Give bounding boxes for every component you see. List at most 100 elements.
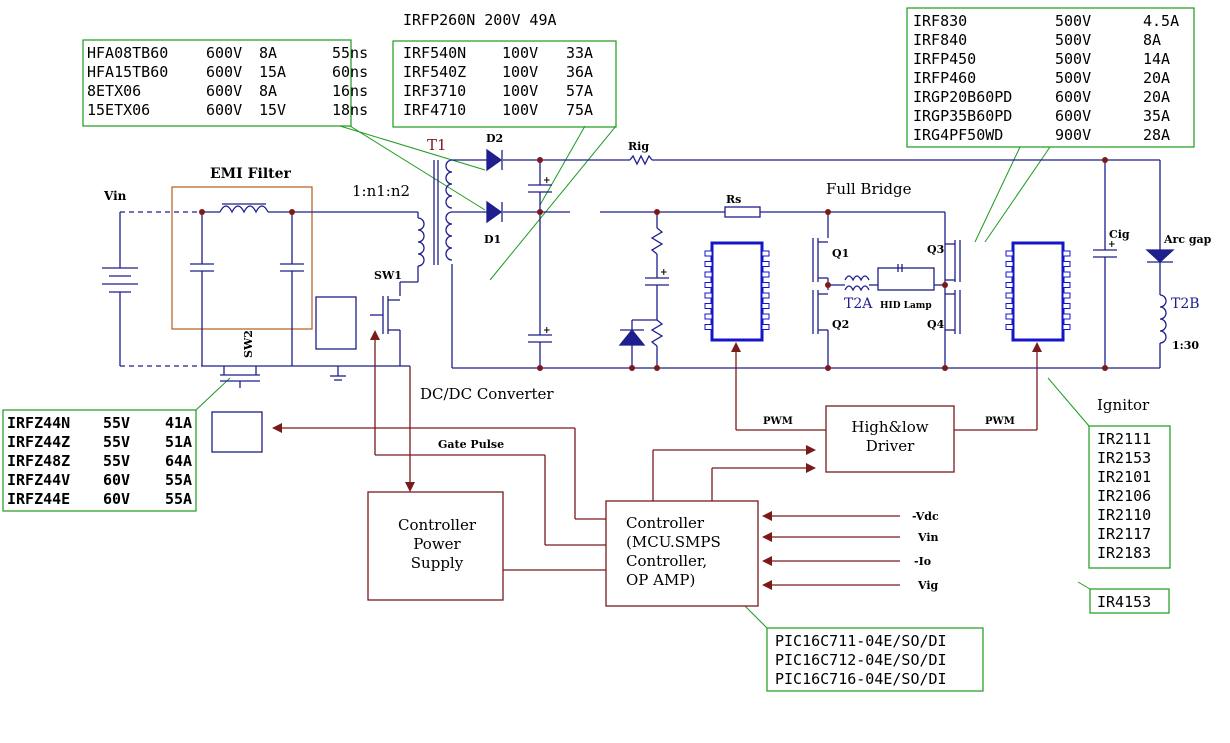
sw2-mosfet-table-box — [2, 409, 197, 512]
table-cell: 500V — [1055, 31, 1091, 49]
table-cell: 75A — [566, 101, 593, 119]
controller-title-2: (MCU.SMPS — [626, 533, 721, 551]
table-cell: HFA08TB60 — [87, 44, 168, 62]
ic-pin — [761, 250, 770, 257]
table-cell: 8ETX06 — [87, 82, 141, 100]
table-cell: 60V — [103, 490, 130, 508]
q1-label: Q1 — [832, 247, 849, 260]
table-cell: IRFZ44E — [7, 490, 70, 508]
cig-label: Cig — [1109, 228, 1130, 241]
ic-pin — [761, 313, 770, 320]
vin-input-label: Vin — [917, 531, 939, 544]
table-cell: 100V — [502, 63, 538, 81]
d1-diode-icon — [486, 200, 503, 224]
ic-pin — [1005, 271, 1014, 278]
vdc-input-label: -Vdc — [912, 510, 939, 523]
ic-pin — [704, 261, 713, 267]
t2b-ratio-label: 1:30 — [1172, 339, 1199, 352]
t2a-label: T2A — [844, 296, 873, 312]
table-cell: IRF4710 — [403, 101, 466, 119]
ic-pin — [761, 261, 770, 267]
table-cell: 57A — [566, 82, 593, 100]
vig-input-label: Vig — [917, 579, 939, 592]
table-cell: 55A — [165, 471, 192, 489]
junction-dots — [199, 157, 1108, 371]
table-cell: 500V — [1055, 50, 1091, 68]
mcu-item: PIC16C712-04E/SO/DI — [775, 651, 947, 669]
table-cell: 20A — [1143, 88, 1170, 106]
mcu-list-box — [766, 627, 984, 692]
ic-pin — [704, 250, 713, 257]
pwm-left-label: PWM — [763, 416, 793, 427]
diode-table-box — [82, 39, 352, 127]
t2b-label: T2B — [1171, 296, 1200, 312]
ic-pins — [704, 250, 1071, 330]
ic-pin — [1005, 292, 1014, 299]
table-cell: IRF840 — [913, 31, 967, 49]
emi-filter-box — [171, 186, 313, 330]
q4-label: Q4 — [927, 318, 945, 331]
driver-ic-item: IR2110 — [1097, 506, 1151, 524]
table-cell: 41A — [165, 414, 192, 432]
driver-ic-list: IR2111IR2153IR2101IR2106IR2110IR2117IR21… — [1097, 430, 1151, 562]
bridge-mosfet-table-box — [906, 7, 1195, 148]
pwm-right-label: PWM — [985, 416, 1015, 427]
ic-pin — [704, 313, 713, 320]
q3-label: Q3 — [927, 243, 944, 256]
sw2-driver-ic — [211, 411, 263, 453]
ic-pin — [1062, 303, 1071, 309]
annotation-leaders — [195, 125, 1091, 629]
driver-ic-item: IR2106 — [1097, 487, 1151, 505]
table-cell: IRF830 — [913, 12, 967, 30]
driver-ic-box — [1088, 425, 1171, 569]
table-cell: 60V — [103, 471, 130, 489]
table-cell: IRFZ44V — [7, 471, 70, 489]
table-cell: 8A — [259, 82, 277, 100]
table-cell: 55V — [103, 433, 130, 451]
ic-pin — [1005, 250, 1014, 257]
driver-title-1: High&low — [851, 418, 928, 436]
table-cell: 600V — [206, 82, 242, 100]
d2-label: D2 — [486, 132, 503, 145]
cap-plus-2: + — [543, 326, 551, 336]
driver-box — [825, 405, 955, 473]
table-cell: 8A — [1143, 31, 1161, 49]
table-cell: IRFZ48Z — [7, 452, 70, 470]
table-cell: IRG4PF50WD — [913, 126, 1003, 144]
ignitor-label: Ignitor — [1097, 396, 1150, 414]
table-cell: IRF540Z — [403, 63, 466, 81]
full-bridge-label: Full Bridge — [826, 180, 912, 198]
cap-plus-4: + — [1108, 240, 1116, 250]
control-blocks — [280, 338, 1038, 607]
ignitor-ic-box — [1089, 588, 1170, 614]
driver-ic-item: IR2117 — [1097, 525, 1151, 543]
table-cell: IRFZ44N — [7, 414, 70, 432]
table-cell: IRGP35B60PD — [913, 107, 1012, 125]
cps-title-2: Power — [413, 535, 461, 553]
table-cell: IRF540N — [403, 44, 466, 62]
driver-ic-item: IR2183 — [1097, 544, 1151, 562]
emi-filter-label: EMI Filter — [210, 166, 292, 182]
table-cell: 55V — [103, 414, 130, 432]
table-cell: 100V — [502, 101, 538, 119]
sw1-label: SW1 — [374, 269, 402, 282]
table-cell: 55ns — [332, 44, 368, 62]
cap-plus-1: + — [543, 176, 551, 186]
ignitor-ic-label: IR4153 — [1097, 593, 1151, 611]
mcu-list: PIC16C711-04E/SO/DIPIC16C712-04E/SO/DIPI… — [775, 632, 947, 688]
ic-pin — [704, 271, 713, 278]
table-cell: 55V — [103, 452, 130, 470]
ic-pin — [1005, 261, 1014, 267]
table-cell: 15ETX06 — [87, 101, 150, 119]
controller-power-supply-box — [367, 491, 504, 601]
table-cell: 8A — [259, 44, 277, 62]
ic-pin — [1062, 313, 1071, 320]
ic-pin — [1005, 313, 1014, 320]
ic-pin — [1005, 282, 1014, 288]
table-cell: 600V — [1055, 107, 1091, 125]
ic-pin — [761, 292, 770, 299]
